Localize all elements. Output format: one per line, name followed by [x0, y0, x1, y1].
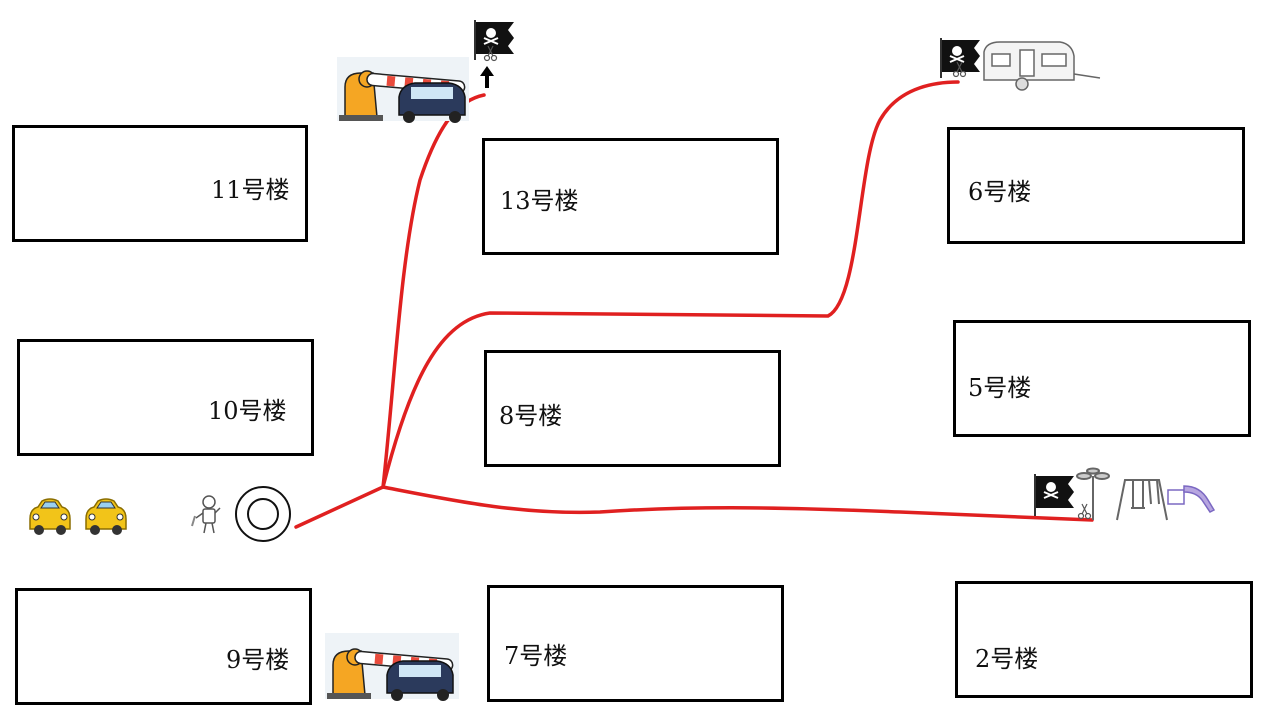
route-to-caravan	[381, 80, 960, 489]
pirate-flag-icon	[940, 38, 980, 78]
swing-icon	[1116, 479, 1168, 521]
car-icon	[85, 498, 127, 535]
building-13: 13号楼	[482, 138, 779, 255]
building-5: 5号楼	[953, 320, 1251, 437]
scissors-icon	[483, 45, 498, 62]
pirate-flag-icon	[474, 20, 514, 60]
street-lamp-icon	[1076, 467, 1110, 520]
building-2: 2号楼	[955, 581, 1253, 698]
building-6: 6号楼	[947, 127, 1245, 244]
caravan-icon	[983, 41, 1101, 91]
building-8: 8号楼	[484, 350, 781, 467]
building-10: 10号楼	[17, 339, 314, 456]
building-9: 9号楼	[15, 588, 312, 705]
pirate-flag-icon	[1034, 474, 1074, 516]
route-lines	[294, 80, 1094, 529]
scissors-icon	[1077, 503, 1092, 520]
scissors-icon	[952, 61, 967, 78]
slide-icon	[1167, 485, 1216, 513]
building-7-label: 7号楼	[504, 642, 568, 670]
manhole-icon	[235, 486, 291, 542]
building-11-label: 11号楼	[211, 176, 290, 204]
barrier-gate-icon	[325, 633, 459, 701]
route-to-playground	[381, 485, 1094, 522]
building-10-label: 10号楼	[208, 397, 287, 425]
arrow-up-icon	[480, 66, 494, 88]
building-7: 7号楼	[487, 585, 784, 702]
building-5-label: 5号楼	[968, 374, 1032, 402]
building-11: 11号楼	[12, 125, 308, 242]
building-6-label: 6号楼	[968, 178, 1032, 206]
building-8-label: 8号楼	[499, 402, 563, 430]
car-icon	[29, 498, 71, 535]
person-with-knife-icon	[191, 495, 221, 534]
building-2-label: 2号楼	[975, 645, 1039, 673]
building-13-label: 13号楼	[500, 187, 579, 215]
route-start	[294, 485, 385, 529]
barrier-gate-icon	[337, 57, 469, 123]
building-9-label: 9号楼	[226, 646, 290, 674]
